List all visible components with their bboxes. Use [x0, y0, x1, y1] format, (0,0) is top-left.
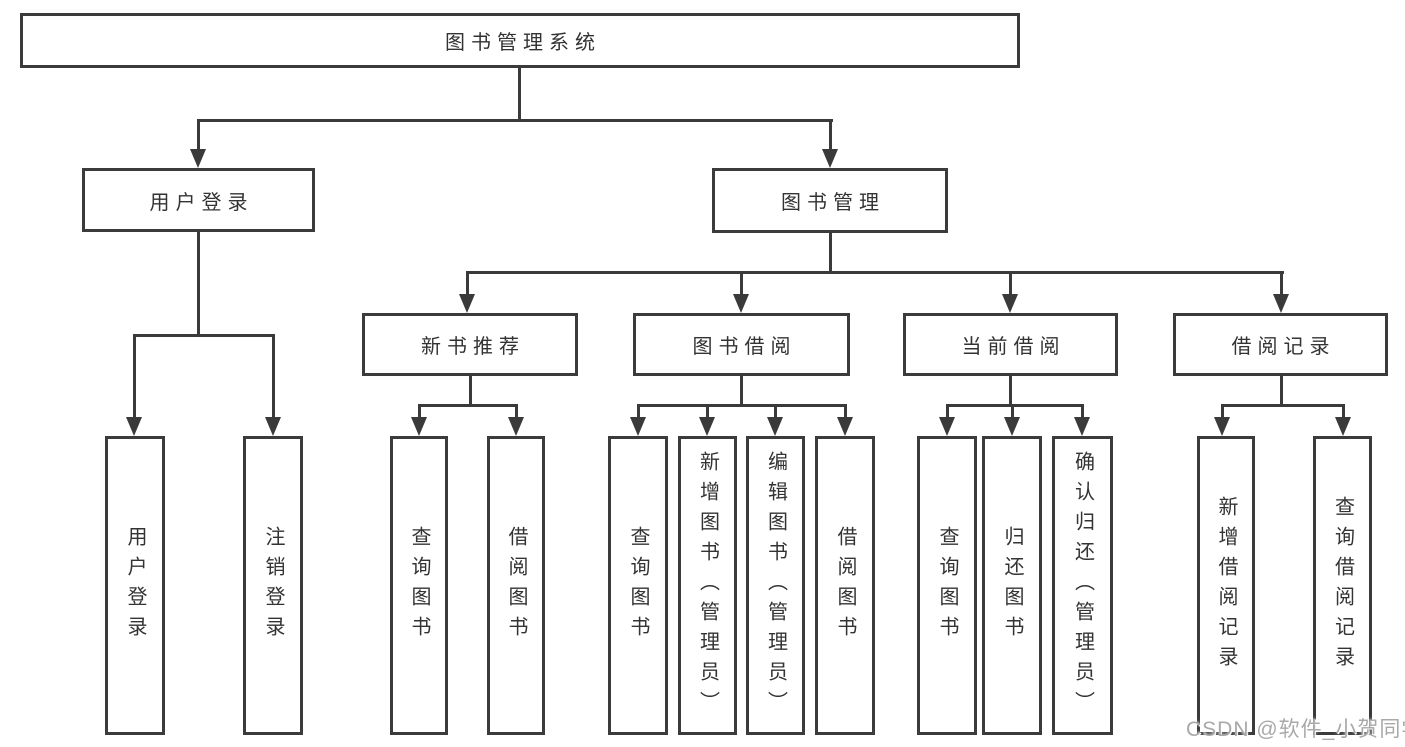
- connector-line: [706, 404, 709, 419]
- arrowhead-icon: [1002, 294, 1018, 313]
- arrowhead-icon: [1214, 417, 1230, 436]
- node-current-borrowing: 当前借阅: [903, 313, 1118, 376]
- leaf-user-login: 用户登录: [105, 436, 165, 735]
- node-book-management-label: 图书管理: [781, 192, 885, 214]
- connector-line: [272, 334, 275, 419]
- leaf-edit-books-admin-label: 编辑图书（管理员）: [764, 450, 787, 721]
- connector-line: [1081, 404, 1084, 419]
- leaf-return-books-label: 归还图书: [1001, 525, 1023, 646]
- connector-line: [469, 375, 472, 407]
- connector-line: [197, 119, 833, 122]
- arrowhead-icon: [1004, 417, 1020, 436]
- connector-line: [1280, 271, 1283, 296]
- connector-line: [418, 404, 518, 407]
- leaf-logout: 注销登录: [243, 436, 303, 735]
- arrowhead-icon: [837, 417, 853, 436]
- connector-line: [466, 271, 1284, 274]
- connector-line: [518, 66, 521, 120]
- connector-line: [740, 271, 743, 296]
- connector-line: [829, 119, 832, 152]
- leaf-confirm-return-admin: 确认归还（管理员）: [1052, 436, 1113, 735]
- arrowhead-icon: [699, 417, 715, 436]
- leaf-current-query-books-label: 查询图书: [936, 525, 958, 646]
- node-current-borrowing-label: 当前借阅: [961, 336, 1066, 358]
- connector-line: [418, 404, 421, 419]
- leaf-query-borrow-record: 查询借阅记录: [1313, 436, 1372, 735]
- node-book-borrowing-label: 图书借阅: [692, 336, 797, 358]
- arrowhead-icon: [733, 294, 749, 313]
- connector-line: [1009, 375, 1012, 407]
- arrowhead-icon: [939, 417, 955, 436]
- connector-line: [515, 404, 518, 419]
- node-book-borrowing: 图书借阅: [633, 313, 850, 376]
- leaf-borrowing-query-books: 查询图书: [608, 436, 668, 735]
- node-root-label: 图书管理系统: [445, 32, 601, 54]
- connector-line: [946, 404, 949, 419]
- leaf-logout-label: 注销登录: [262, 525, 284, 646]
- node-borrowing-records: 借阅记录: [1173, 313, 1388, 376]
- leaf-return-books: 归还图书: [982, 436, 1042, 735]
- node-user-login-label: 用户登录: [149, 191, 254, 214]
- connector-line: [740, 375, 743, 407]
- leaf-current-query-books: 查询图书: [917, 436, 977, 735]
- arrowhead-icon: [1074, 417, 1090, 436]
- connector-line: [1342, 404, 1345, 419]
- node-user-login: 用户登录: [82, 168, 315, 232]
- leaf-recommend-borrow-books: 借阅图书: [487, 436, 545, 735]
- leaf-borrow-books-label: 借阅图书: [834, 525, 856, 646]
- node-borrowing-records-label: 借阅记录: [1231, 336, 1336, 358]
- arrowhead-icon: [630, 417, 646, 436]
- arrowhead-icon: [411, 417, 427, 436]
- node-root: 图书管理系统: [20, 13, 1020, 68]
- arrowhead-icon: [190, 149, 206, 168]
- connector-line: [197, 231, 200, 336]
- connector-line: [197, 119, 200, 152]
- connector-line: [1221, 404, 1224, 419]
- connector-line: [133, 334, 275, 337]
- leaf-recommend-query-books: 查询图书: [390, 436, 448, 735]
- csdn-watermark: CSDN @软件_小贺同学: [1186, 718, 1405, 741]
- connector-line: [466, 271, 469, 296]
- leaf-recommend-query-books-label: 查询图书: [408, 525, 430, 646]
- leaf-add-books-admin: 新增图书（管理员）: [678, 436, 737, 735]
- leaf-confirm-return-admin-label: 确认归还（管理员）: [1071, 450, 1094, 721]
- connector-line: [829, 232, 832, 273]
- arrowhead-icon: [126, 417, 142, 436]
- leaf-add-borrow-record: 新增借阅记录: [1197, 436, 1255, 735]
- arrowhead-icon: [508, 417, 524, 436]
- arrowhead-icon: [265, 417, 281, 436]
- connector-line: [637, 404, 847, 407]
- connector-line: [844, 404, 847, 419]
- connector-line: [774, 404, 777, 419]
- node-new-book-recommend: 新书推荐: [362, 313, 578, 376]
- arrowhead-icon: [1335, 417, 1351, 436]
- connector-line: [1011, 404, 1014, 419]
- connector-line: [133, 334, 136, 419]
- connector-line: [1280, 375, 1283, 407]
- arrowhead-icon: [767, 417, 783, 436]
- leaf-query-borrow-record-label: 查询借阅记录: [1331, 495, 1354, 676]
- node-book-management: 图书管理: [712, 168, 948, 233]
- connector-line: [1009, 271, 1012, 296]
- connector-line: [946, 404, 1084, 407]
- leaf-add-borrow-record-label: 新增借阅记录: [1215, 495, 1237, 676]
- connector-line: [1221, 404, 1345, 407]
- leaf-user-login-label: 用户登录: [124, 525, 146, 646]
- arrowhead-icon: [822, 149, 838, 168]
- leaf-add-books-admin-label: 新增图书（管理员）: [696, 450, 719, 721]
- node-new-book-recommend-label: 新书推荐: [421, 336, 525, 358]
- arrowhead-icon: [1273, 294, 1289, 313]
- arrowhead-icon: [459, 294, 475, 313]
- leaf-recommend-borrow-books-label: 借阅图书: [505, 525, 527, 646]
- connector-line: [637, 404, 640, 419]
- leaf-borrow-books: 借阅图书: [815, 436, 875, 735]
- leaf-borrowing-query-books-label: 查询图书: [627, 525, 649, 646]
- leaf-edit-books-admin: 编辑图书（管理员）: [746, 436, 805, 735]
